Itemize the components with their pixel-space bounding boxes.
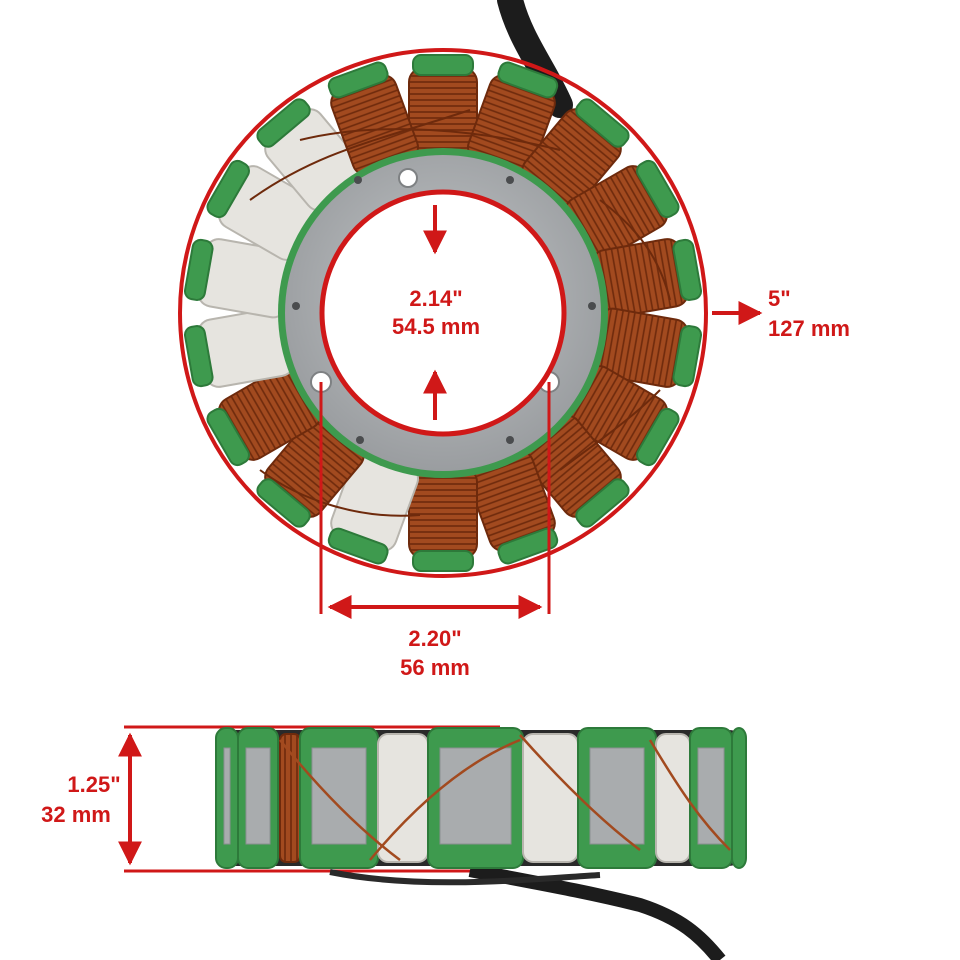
bolt-spacing-metric: 56 mm	[400, 655, 470, 680]
stator-side-view: 1.25" 32 mm	[41, 725, 747, 960]
loose-wire	[369, 738, 521, 861]
loose-wire	[519, 734, 641, 851]
loose-wire	[259, 469, 421, 517]
inner-bore	[319, 189, 567, 437]
inner-diameter-imperial: 2.14"	[409, 286, 462, 311]
lamination-face	[311, 747, 367, 845]
rivet	[354, 176, 362, 184]
lamination-face	[245, 747, 271, 845]
side-coil-row	[215, 727, 747, 869]
outer-diameter-imperial: 5"	[768, 286, 791, 311]
loose-wire	[599, 199, 671, 301]
copper-coil-pole	[408, 467, 478, 572]
outer-diameter-metric: 127 mm	[768, 316, 850, 341]
wrapped-coil-pole	[183, 307, 296, 388]
copper-coil-pole	[467, 449, 559, 565]
height-metric: 32 mm	[41, 802, 111, 827]
bolt-spacing-imperial: 2.20"	[408, 626, 461, 651]
copper-coil-pole	[206, 365, 322, 467]
loose-wire	[279, 739, 401, 861]
bolt-holes	[292, 168, 596, 444]
copper-coil-pole	[327, 61, 419, 177]
copper-coil-pole	[590, 238, 703, 319]
wrapped-coil-pole	[183, 238, 296, 319]
wire-cable-lower-2	[329, 869, 601, 886]
wrapped-coil-side	[655, 733, 691, 863]
loose-wire	[249, 109, 471, 201]
rivet	[356, 436, 364, 444]
rivet	[506, 436, 514, 444]
rivet	[292, 302, 300, 310]
coil-poles	[183, 54, 703, 572]
rivet	[506, 176, 514, 184]
lamination-face	[223, 747, 231, 845]
lamination-face	[589, 747, 645, 845]
loose-wire	[299, 128, 561, 151]
pole-insulator-face	[731, 727, 747, 869]
loose-wire	[559, 389, 661, 471]
copper-coil-pole	[408, 54, 478, 159]
rivet	[588, 302, 596, 310]
inner-diameter-metric: 54.5 mm	[392, 314, 480, 339]
wrapped-coil-side	[522, 733, 579, 863]
loose-wire	[648, 739, 731, 851]
stator-top-view: 2.14" 54.5 mm 5" 127 mm 2.20" 56 mm	[178, 0, 850, 680]
height-imperial: 1.25"	[67, 772, 120, 797]
bolt-hole	[398, 168, 418, 188]
outer-diameter-circle	[178, 48, 708, 578]
